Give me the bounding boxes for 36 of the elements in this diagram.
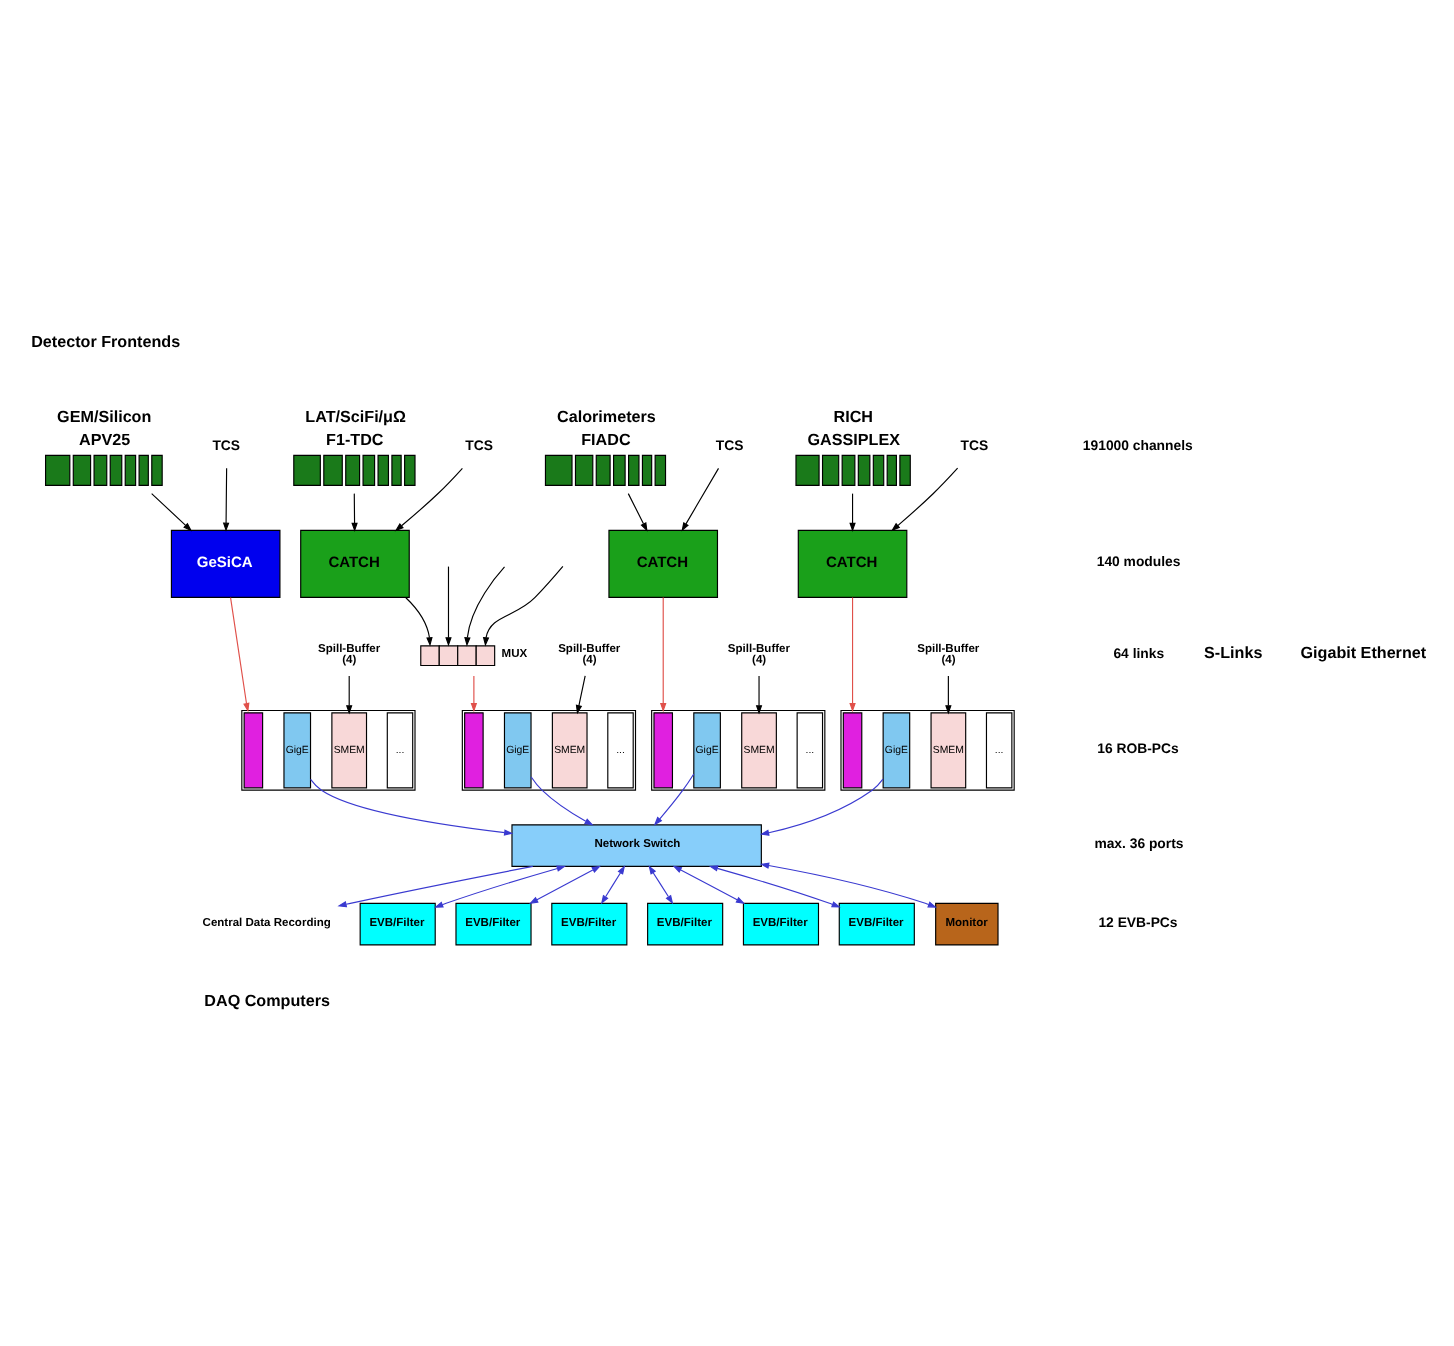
arrow <box>891 467 959 532</box>
arrow <box>849 493 856 532</box>
arrow <box>681 467 720 532</box>
arrow <box>755 675 763 715</box>
arrow <box>529 865 601 905</box>
node-bar <box>464 712 484 789</box>
arrow <box>575 675 586 715</box>
arrow <box>482 565 564 647</box>
arrow <box>759 778 884 836</box>
arrow <box>530 776 594 826</box>
arrow <box>445 566 452 647</box>
arrow <box>470 675 478 713</box>
arrow <box>394 467 463 532</box>
arrow <box>230 597 250 713</box>
arrow <box>151 493 193 532</box>
arrow <box>434 865 566 908</box>
arrow <box>464 566 506 647</box>
node-bar <box>243 712 264 789</box>
arrow <box>310 778 514 836</box>
arrow <box>337 865 534 908</box>
node-bar <box>842 712 863 789</box>
arrow <box>222 467 230 532</box>
arrow <box>345 675 353 715</box>
arrow <box>351 493 358 532</box>
arrow <box>945 675 952 715</box>
arrow <box>405 597 433 647</box>
arrow <box>672 865 746 905</box>
arrow <box>659 597 667 713</box>
arrow <box>849 597 856 713</box>
arrow <box>708 865 841 908</box>
arrow <box>648 865 674 905</box>
arrow <box>653 773 695 826</box>
node-bar <box>653 712 674 789</box>
arrow <box>627 493 648 532</box>
arrow <box>759 862 938 908</box>
arrow <box>600 865 626 905</box>
